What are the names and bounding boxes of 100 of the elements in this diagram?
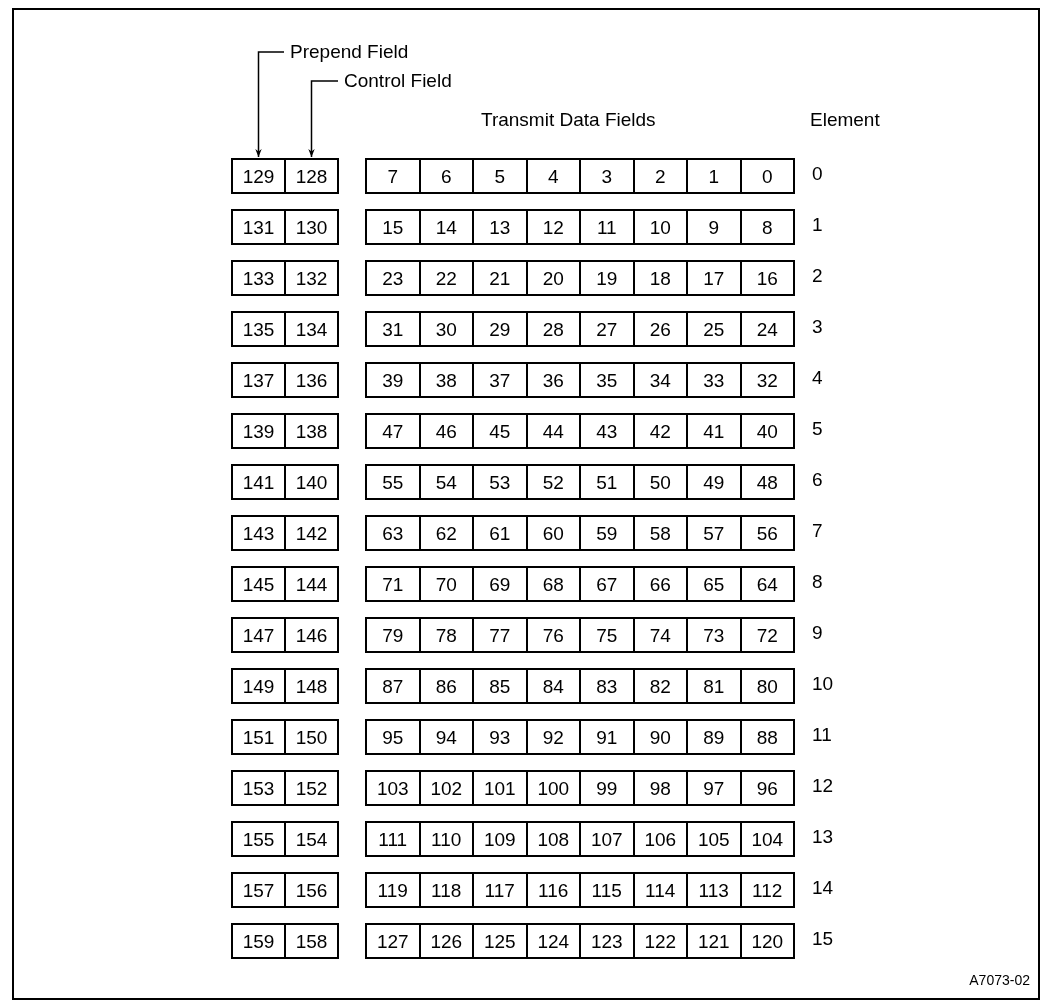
field-cell: 97 [686,770,742,806]
field-cell: 19 [579,260,635,296]
field-cell: 0 [739,158,795,194]
row-number: 13 [812,827,834,846]
field-cell: 59 [579,515,635,551]
row-number: 2 [812,266,823,285]
field-cell: 7 [365,158,421,194]
figure-id: A7073-02 [969,973,1030,987]
field-cell: 37 [472,362,528,398]
field-cell: 90 [632,719,688,755]
field-cell: 20 [525,260,581,296]
field-cell: 66 [632,566,688,602]
field-cell: 28 [525,311,581,347]
field-cell: 156 [284,872,339,908]
field-cell: 103 [365,770,421,806]
field-cell: 116 [525,872,581,908]
field-cell: 14 [418,209,474,245]
row-number: 8 [812,572,823,591]
field-cell: 133 [231,260,286,296]
field-cell: 146 [284,617,339,653]
field-cell: 139 [231,413,286,449]
row-number: 11 [812,725,832,744]
row-number: 3 [812,317,823,336]
field-cell: 71 [365,566,421,602]
field-cell: 13 [472,209,528,245]
row-number: 10 [812,674,834,693]
field-cell: 9 [686,209,742,245]
row-number: 4 [812,368,823,387]
field-cell: 60 [525,515,581,551]
field-cell: 43 [579,413,635,449]
field-cell: 45 [472,413,528,449]
field-cell: 49 [686,464,742,500]
field-cell: 21 [472,260,528,296]
field-cell: 117 [472,872,528,908]
field-cell: 29 [472,311,528,347]
field-cell: 134 [284,311,339,347]
field-cell: 57 [686,515,742,551]
field-cell: 82 [632,668,688,704]
field-cell: 98 [632,770,688,806]
field-cell: 105 [686,821,742,857]
field-cell: 144 [284,566,339,602]
field-cell: 159 [231,923,286,959]
field-cell: 55 [365,464,421,500]
field-cell: 100 [525,770,581,806]
field-cell: 137 [231,362,286,398]
field-label: Control Field [344,71,452,90]
field-cell: 93 [472,719,528,755]
field-cell: 111 [365,821,421,857]
field-cell: 140 [284,464,339,500]
field-cell: 6 [418,158,474,194]
field-cell: 99 [579,770,635,806]
field-cell: 32 [739,362,795,398]
field-cell: 152 [284,770,339,806]
field-cell: 130 [284,209,339,245]
field-cell: 5 [472,158,528,194]
row-number: 9 [812,623,823,642]
field-cell: 142 [284,515,339,551]
field-cell: 75 [579,617,635,653]
row-number: 12 [812,776,834,795]
field-cell: 153 [231,770,286,806]
field-cell: 42 [632,413,688,449]
field-cell: 110 [418,821,474,857]
field-cell: 78 [418,617,474,653]
field-cell: 157 [231,872,286,908]
field-cell: 94 [418,719,474,755]
field-cell: 109 [472,821,528,857]
field-cell: 69 [472,566,528,602]
field-cell: 136 [284,362,339,398]
field-cell: 1 [686,158,742,194]
field-cell: 125 [472,923,528,959]
field-cell: 17 [686,260,742,296]
field-cell: 104 [739,821,795,857]
field-cell: 96 [739,770,795,806]
field-cell: 112 [739,872,795,908]
field-cell: 158 [284,923,339,959]
field-cell: 31 [365,311,421,347]
field-cell: 24 [739,311,795,347]
field-cell: 115 [579,872,635,908]
field-cell: 141 [231,464,286,500]
field-cell: 39 [365,362,421,398]
field-cell: 76 [525,617,581,653]
field-cell: 74 [632,617,688,653]
field-cell: 102 [418,770,474,806]
field-cell: 143 [231,515,286,551]
column-heading: Element [810,110,880,129]
field-cell: 2 [632,158,688,194]
field-cell: 12 [525,209,581,245]
field-cell: 107 [579,821,635,857]
field-cell: 80 [739,668,795,704]
field-cell: 155 [231,821,286,857]
field-cell: 89 [686,719,742,755]
field-cell: 61 [472,515,528,551]
field-cell: 150 [284,719,339,755]
field-cell: 22 [418,260,474,296]
field-cell: 148 [284,668,339,704]
field-cell: 151 [231,719,286,755]
field-cell: 33 [686,362,742,398]
field-cell: 73 [686,617,742,653]
field-cell: 50 [632,464,688,500]
field-cell: 46 [418,413,474,449]
